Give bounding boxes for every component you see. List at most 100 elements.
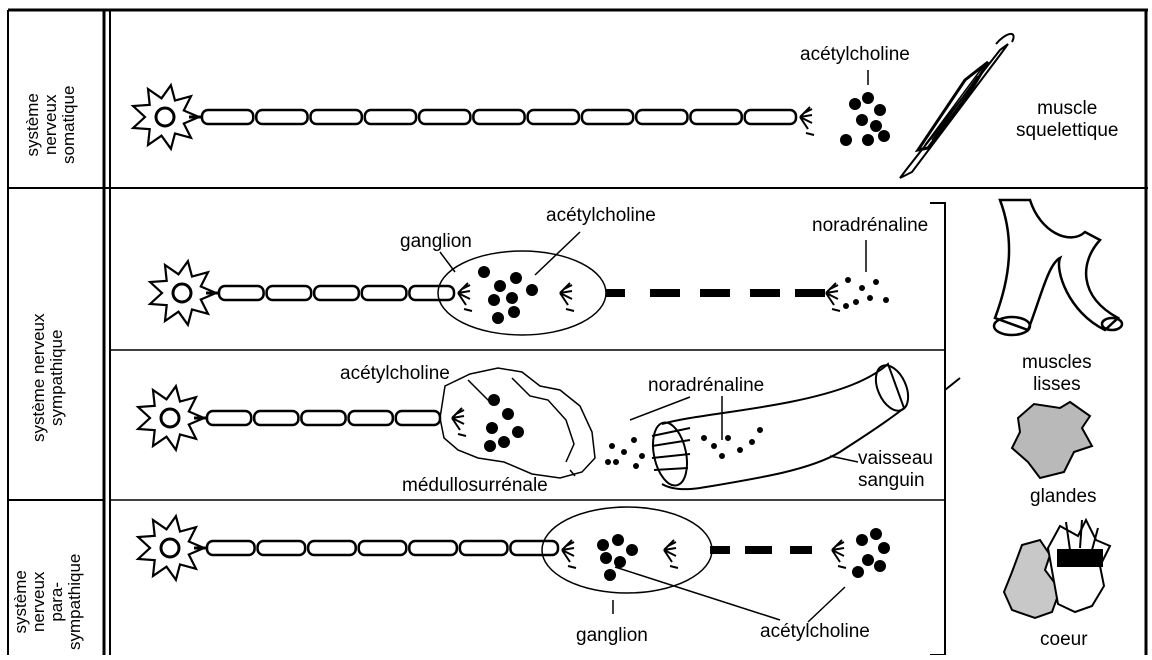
acetylcholine-dot: [612, 534, 624, 546]
acetylcholine-dot: [506, 292, 518, 304]
myelin-segment: [207, 411, 251, 425]
acetylcholine-dot: [494, 280, 506, 292]
label-vaisseau-sanguin: vaisseau sanguin: [858, 448, 933, 492]
myelin-segment: [314, 286, 359, 300]
label-muscle-squelettique: muscle squelettique: [1016, 98, 1118, 142]
myelin-segment: [460, 541, 508, 555]
acetylcholine-dot: [604, 569, 616, 581]
myelin-segment: [311, 110, 362, 124]
label-muscles-lisses: muscles lisses: [1022, 352, 1092, 396]
label-row4-acetylcholine: acétylcholine: [760, 622, 870, 641]
myelin-segment: [409, 286, 454, 300]
label-row4-ganglion: ganglion: [576, 626, 648, 645]
acetylcholine-dot: [614, 556, 626, 568]
synaptic-terminal-4: [826, 283, 840, 311]
side-label-sympathetic-line-2: sympathique: [48, 314, 66, 443]
myelin-segment: [419, 110, 470, 124]
myelin-segment: [256, 110, 307, 124]
myelin-segment: [202, 110, 253, 124]
smooth-muscle-drawing: [994, 200, 1122, 335]
side-label-sympathetic: système nerveux sympathique: [30, 314, 66, 443]
myelin-segment: [409, 541, 457, 555]
neuron-4: [138, 516, 558, 580]
acetylcholine-dot: [600, 552, 612, 564]
myelin-segment: [267, 286, 312, 300]
noradrenaline-dot: [613, 459, 619, 465]
noradrenaline-dot: [757, 427, 763, 433]
acetylcholine-dot: [862, 134, 874, 146]
acetylcholine-dot: [852, 566, 864, 578]
side-label-somatic-line-3: somatique: [60, 86, 78, 164]
acetylcholine-dot: [878, 130, 890, 142]
acetylcholine-dot: [870, 120, 882, 132]
label-medullosurrenale: médullosurrénale: [402, 476, 548, 495]
acetylcholine-dot: [597, 539, 609, 551]
label-glandes: glandes: [1030, 487, 1097, 506]
side-label-parasympathetic-line-4: sympathique: [66, 554, 84, 650]
noradrenaline-dot: [711, 443, 717, 449]
pointer-lines: [440, 70, 868, 622]
neurotransmitter-dots: [478, 92, 890, 581]
side-label-somatic: système nerveux somatique: [24, 86, 78, 164]
myelin-segment: [349, 411, 393, 425]
noradrenaline-dot: [621, 449, 627, 455]
label-muscle-line-1: muscle: [1016, 98, 1118, 120]
noradrenaline-dot: [853, 299, 859, 305]
neuron-1: [133, 85, 796, 149]
myelin-segment: [510, 541, 558, 555]
acetylcholine-dot: [856, 534, 868, 546]
label-row2-ganglion: ganglion: [400, 232, 472, 251]
gland-drawing: [1012, 402, 1092, 478]
skeletal-muscle-drawing: [900, 34, 1014, 178]
acetylcholine-dot: [488, 294, 500, 306]
synaptic-terminal-7: [664, 540, 678, 568]
synaptic-terminal-8: [832, 540, 846, 568]
acetylcholine-dot: [874, 560, 886, 572]
side-label-parasympathetic: système nerveux para- sympathique: [12, 554, 84, 650]
noradrenaline-dot: [737, 447, 743, 453]
myelin-segment: [207, 541, 255, 555]
noradrenaline-dot: [845, 277, 851, 283]
acetylcholine-dot: [862, 554, 874, 566]
synaptic-terminal-2: [458, 283, 472, 311]
noradrenaline-dot: [859, 285, 865, 291]
noradrenaline-dot: [633, 463, 639, 469]
myelin-segment: [359, 541, 407, 555]
label-row2-noradrenaline: noradrénaline: [812, 216, 928, 235]
side-label-parasympathetic-line-2: nerveux: [30, 554, 48, 650]
noradrenaline-dot: [605, 459, 611, 465]
myelin-segment: [582, 110, 633, 124]
myelin-segment: [301, 411, 345, 425]
myelin-segment: [690, 110, 741, 124]
myelin-segment: [745, 110, 796, 124]
label-row3-noradrenaline: noradrénaline: [648, 376, 764, 395]
acetylcholine-dot: [512, 426, 524, 438]
synaptic-terminals: [452, 107, 846, 568]
neuron-3: [138, 386, 440, 450]
acetylcholine-dot: [484, 440, 496, 452]
myelin-segment: [254, 411, 298, 425]
myelin-segment: [308, 541, 356, 555]
label-muscles-lisses-line-1: muscles: [1022, 352, 1092, 374]
synaptic-terminal-3: [560, 283, 574, 311]
myelin-segment: [219, 286, 264, 300]
acetylcholine-dot: [486, 422, 498, 434]
side-label-parasympathetic-line-1: système: [12, 554, 30, 650]
noradrenaline-dot: [631, 437, 637, 443]
acetylcholine-dot: [874, 104, 886, 116]
label-coeur: coeur: [1040, 630, 1088, 649]
synaptic-terminal-6: [562, 540, 576, 568]
noradrenaline-dot: [609, 443, 615, 449]
noradrenaline-dot: [867, 295, 873, 301]
label-muscle-line-2: squelettique: [1016, 120, 1118, 142]
acetylcholine-dot: [870, 528, 882, 540]
label-row2-acetylcholine: acétylcholine: [546, 206, 656, 225]
acetylcholine-dot: [498, 436, 510, 448]
side-label-somatic-line-1: système: [24, 86, 42, 164]
side-label-sympathetic-line-1: système nerveux: [30, 314, 48, 443]
acetylcholine-dot: [849, 98, 861, 110]
acetylcholine-dot: [878, 542, 890, 554]
myelin-segment: [473, 110, 524, 124]
noradrenaline-dot: [725, 435, 731, 441]
